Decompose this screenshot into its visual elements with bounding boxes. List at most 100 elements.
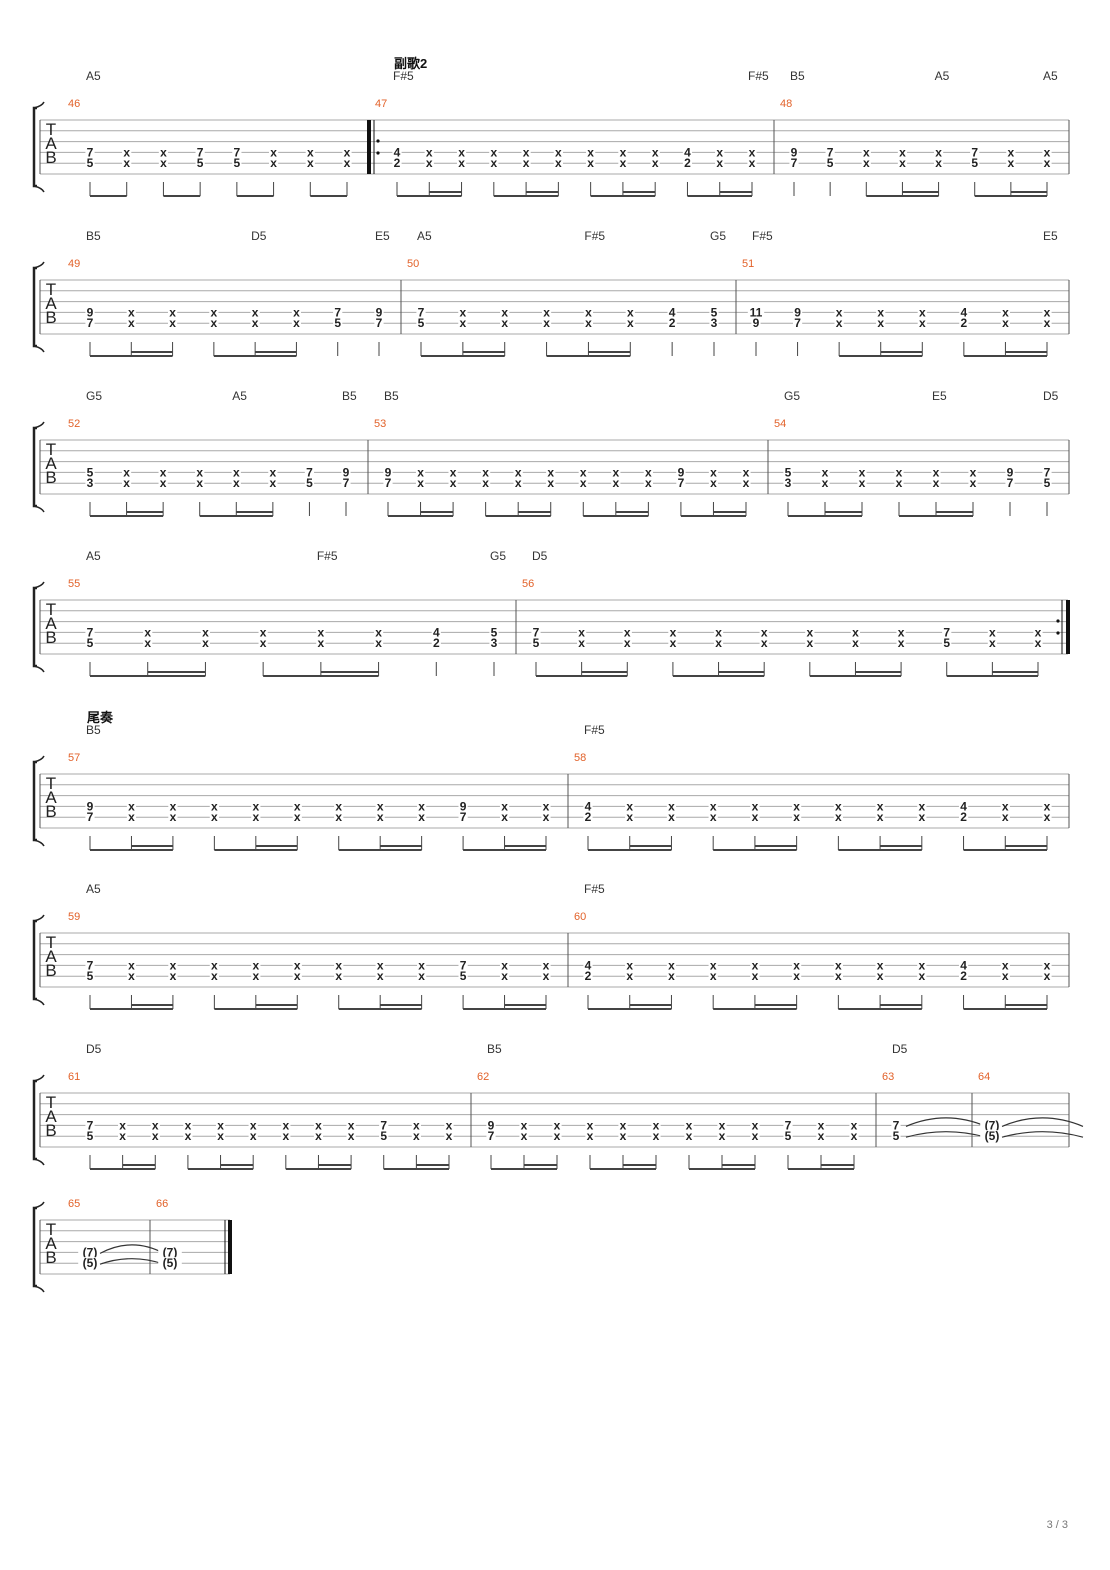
fret-number: 2 (669, 316, 676, 330)
dead-note: x (233, 465, 240, 479)
fret-number: 9 (87, 305, 94, 319)
dead-note: x (877, 305, 884, 319)
chord-name: D5 (86, 1042, 102, 1056)
measure-number: 59 (68, 911, 80, 923)
tab-clef-letter: B (45, 1248, 56, 1267)
dead-note: x (877, 799, 884, 813)
dead-note: x (578, 636, 585, 650)
dead-note: x (501, 969, 508, 983)
tab-clef-letter: B (45, 628, 56, 647)
dead-note: x (710, 958, 717, 972)
dead-note: x (252, 799, 259, 813)
dead-note: x (970, 476, 977, 490)
fret-number: 5 (785, 1129, 792, 1143)
dead-note: x (152, 1118, 159, 1132)
tab-clef-letter: B (45, 308, 56, 327)
fret-number: 9 (791, 145, 798, 159)
measure-number: 66 (156, 1198, 168, 1210)
dead-note: x (211, 958, 218, 972)
dead-note: x (626, 969, 633, 983)
dead-note: x (260, 625, 267, 639)
tab-clef-letter: B (45, 961, 56, 980)
chord-name: A5 (1043, 69, 1058, 83)
dead-note: x (686, 1129, 693, 1143)
chord-name: F#5 (393, 69, 414, 83)
dead-note: x (686, 1118, 693, 1132)
dead-note: x (521, 1129, 528, 1143)
dead-note: x (835, 969, 842, 983)
dead-note: x (743, 465, 750, 479)
dead-note: x (989, 625, 996, 639)
tab-system: TAB57尾奏B597xxxxxxxxxxxxxxxx97xxxx58F#542… (32, 710, 1070, 851)
tab-clef-letter: T (46, 1093, 56, 1112)
system-bracket (32, 1206, 37, 1288)
dead-note: x (460, 316, 467, 330)
dead-note: x (877, 958, 884, 972)
fret-number: 5 (418, 316, 425, 330)
dead-note: x (1002, 969, 1009, 983)
dead-note: x (543, 305, 550, 319)
fret-number: 5 (87, 636, 94, 650)
dead-note: x (543, 958, 550, 972)
dead-note: x (318, 636, 325, 650)
dead-note: x (1044, 810, 1051, 824)
fret-number: 7 (87, 625, 94, 639)
dead-note: x (547, 465, 554, 479)
dead-note: x (749, 156, 756, 170)
dead-note: x (547, 476, 554, 490)
dead-note: x (170, 799, 177, 813)
dead-note: x (426, 156, 433, 170)
dead-note: x (852, 636, 859, 650)
dead-note: x (743, 476, 750, 490)
tab-clef-letter: A (45, 1234, 57, 1253)
dead-note: x (710, 476, 717, 490)
fret-number: (5) (985, 1129, 1000, 1143)
dead-note: x (270, 476, 277, 490)
dead-note: x (806, 636, 813, 650)
dead-note: x (294, 810, 301, 824)
measure-number: 56 (522, 578, 534, 590)
system-bracket (32, 426, 37, 508)
chord-name: A5 (232, 389, 247, 403)
dead-note: x (418, 969, 425, 983)
dead-note: x (715, 625, 722, 639)
dead-note: x (898, 625, 905, 639)
dead-note: x (170, 810, 177, 824)
dead-note: x (668, 958, 675, 972)
dead-note: x (344, 145, 351, 159)
dead-note: x (543, 799, 550, 813)
measure-number: 54 (774, 418, 786, 430)
dead-note: x (1008, 156, 1015, 170)
fret-number: 7 (533, 625, 540, 639)
dead-note: x (626, 810, 633, 824)
fret-number: 5 (711, 305, 718, 319)
measure-number: 62 (477, 1071, 489, 1083)
fret-number: 9 (678, 465, 685, 479)
dead-note: x (918, 810, 925, 824)
dead-note: x (585, 316, 592, 330)
fret-number: 7 (418, 305, 425, 319)
fret-number: 5 (943, 636, 950, 650)
dead-note: x (752, 799, 759, 813)
tab-clef-letter: A (45, 294, 57, 313)
dead-note: x (645, 476, 652, 490)
dead-note: x (128, 305, 135, 319)
fret-number: 7 (971, 145, 978, 159)
dead-note: x (293, 316, 300, 330)
measure-number: 63 (882, 1071, 894, 1083)
dead-note: x (211, 969, 218, 983)
fret-number: 7 (385, 476, 392, 490)
fret-number: 7 (678, 476, 685, 490)
dead-note: x (501, 810, 508, 824)
dead-note: x (282, 1118, 289, 1132)
dead-note: x (501, 799, 508, 813)
dead-note: x (417, 465, 424, 479)
measure-number: 48 (780, 98, 792, 110)
measure-number: 58 (574, 752, 586, 764)
system-bracket (32, 586, 37, 668)
fret-number: 2 (585, 969, 592, 983)
chord-name: D5 (532, 549, 548, 563)
